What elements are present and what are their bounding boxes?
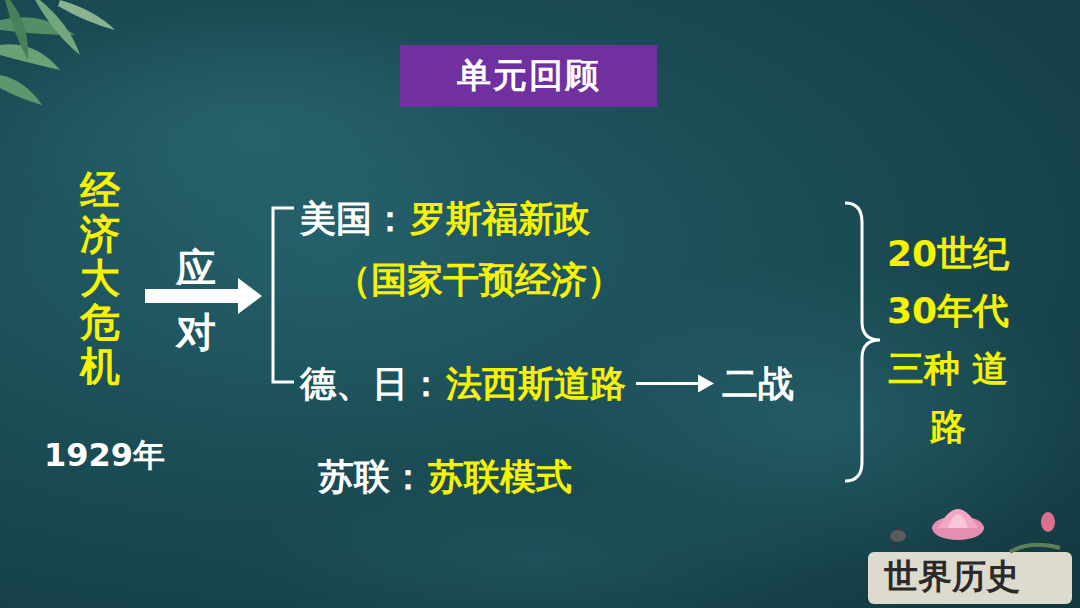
arrow-head — [698, 375, 714, 393]
watermark: 世界历史 — [884, 556, 1020, 597]
watermark-decoration — [868, 509, 1072, 604]
summary-label: 20世纪 30年代 三种 道路 — [874, 225, 1022, 455]
right-brace — [845, 203, 880, 481]
result-label: 二战 — [722, 362, 794, 405]
year-label: 1929年 — [44, 436, 165, 474]
note-label: （国家干预经济） — [335, 258, 623, 301]
country-label: 苏联： — [318, 455, 426, 498]
arrow-line — [636, 382, 700, 385]
title-text: 单元回顾 — [457, 53, 601, 99]
country-label: 美国： — [300, 197, 408, 240]
arrow-label: 应对 — [176, 236, 216, 364]
left-bracket — [273, 208, 294, 382]
policy-label: 苏联模式 — [428, 455, 572, 498]
policy-label: 法西斯道路 — [446, 362, 626, 405]
leaf-decoration — [0, 0, 115, 105]
title-box: 单元回顾 — [400, 45, 657, 107]
vertical-heading: 经济大危机 — [80, 168, 120, 388]
policy-label: 罗斯福新政 — [410, 197, 590, 240]
country-label: 德、日： — [300, 362, 444, 405]
